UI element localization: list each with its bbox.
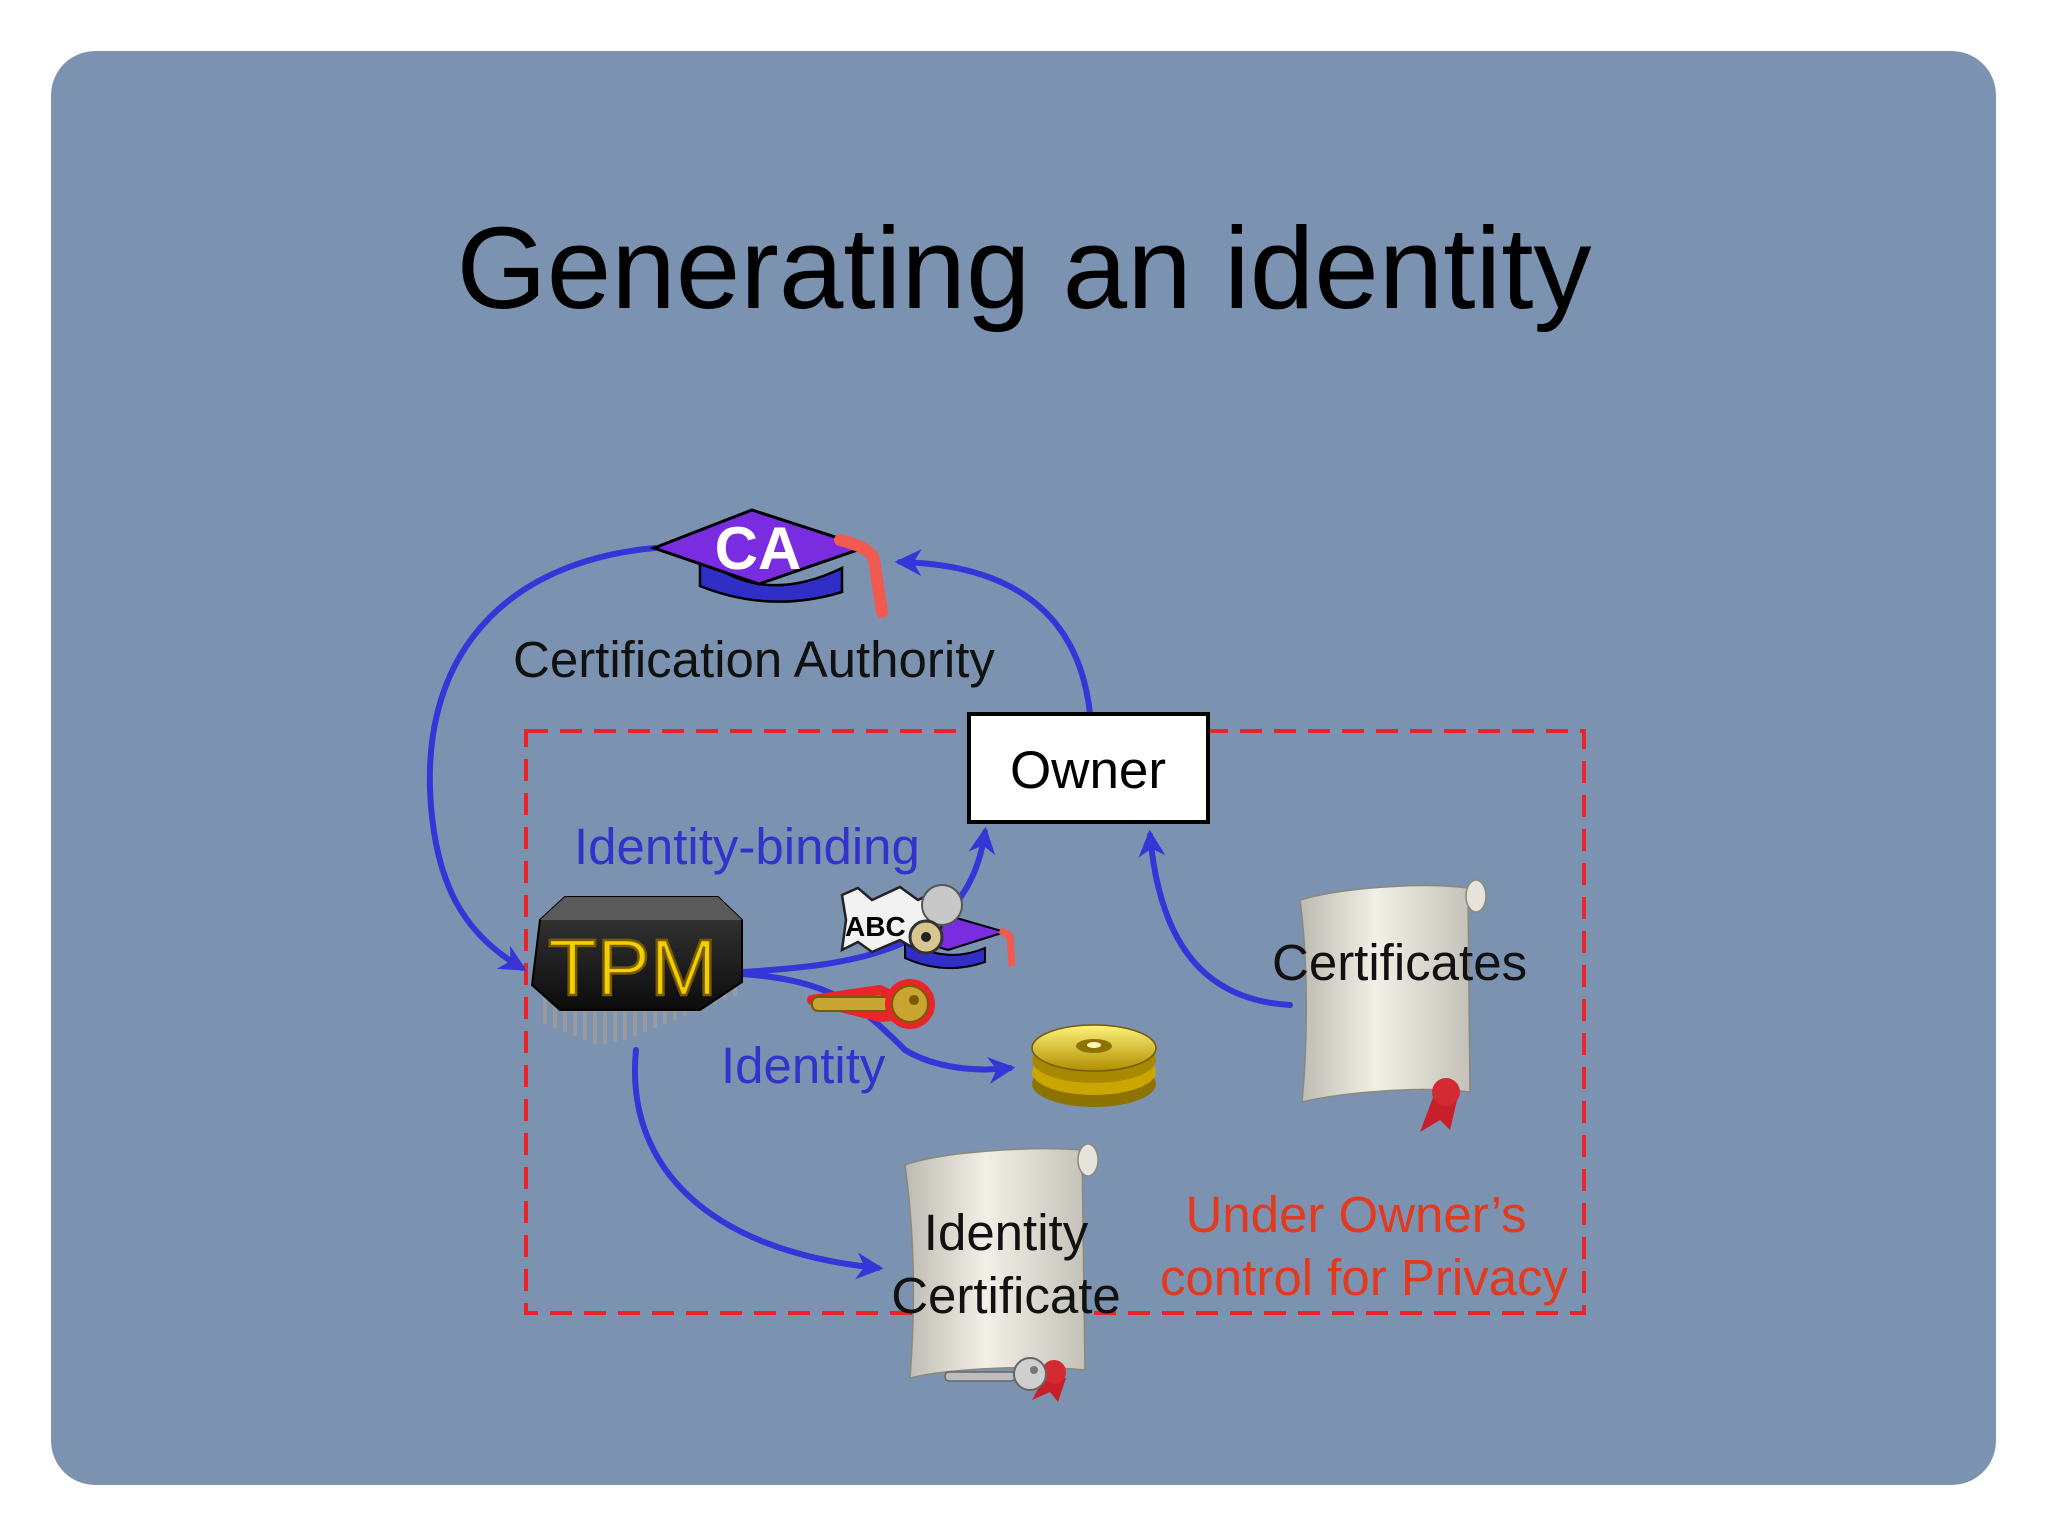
graduation-cap-icon (649, 508, 888, 618)
key-icon (807, 979, 935, 1029)
arrow-certificates-to-owner (1138, 829, 1293, 1008)
privacy-note-line1: Under Owner’s (1185, 1186, 1526, 1243)
abc-label: ABC (845, 911, 906, 942)
slide-title: Generating an identity (457, 203, 1592, 333)
disk-icon (1031, 1024, 1157, 1107)
scroll-icon (904, 1143, 1099, 1402)
arrow-ca-to-tpm (426, 545, 658, 971)
identity-binding-label: Identity-binding (574, 818, 920, 875)
scroll-icon (1299, 879, 1487, 1132)
tpm-label: TPM (548, 923, 717, 1012)
ca-badge: CA (715, 515, 802, 582)
arrow-owner-to-ca (894, 549, 1093, 717)
certificates-label: Certificates (1272, 934, 1527, 991)
ca-label: Certification Authority (513, 631, 995, 688)
identity-label: Identity (721, 1037, 886, 1094)
key-icon (921, 884, 963, 926)
identity-certificate-label-line2: Certificate (891, 1267, 1121, 1324)
owner-label: Owner (1010, 741, 1166, 800)
identity-certificate-label-line1: Identity (924, 1204, 1089, 1261)
slide: Generating an identity CA Certification … (51, 51, 1996, 1485)
identity-binding-bundle (840, 884, 1016, 970)
privacy-note-line2: control for Privacy (1160, 1249, 1569, 1306)
arrow-tpm-to-identity-binding (739, 826, 996, 975)
key-icon (944, 1357, 1047, 1391)
owner-box (967, 712, 1210, 824)
arrow-tpm-to-disk (739, 971, 1016, 1084)
arrow-tpm-to-identity-certificate (632, 1047, 884, 1280)
tpm-chip-icon (530, 896, 743, 1044)
